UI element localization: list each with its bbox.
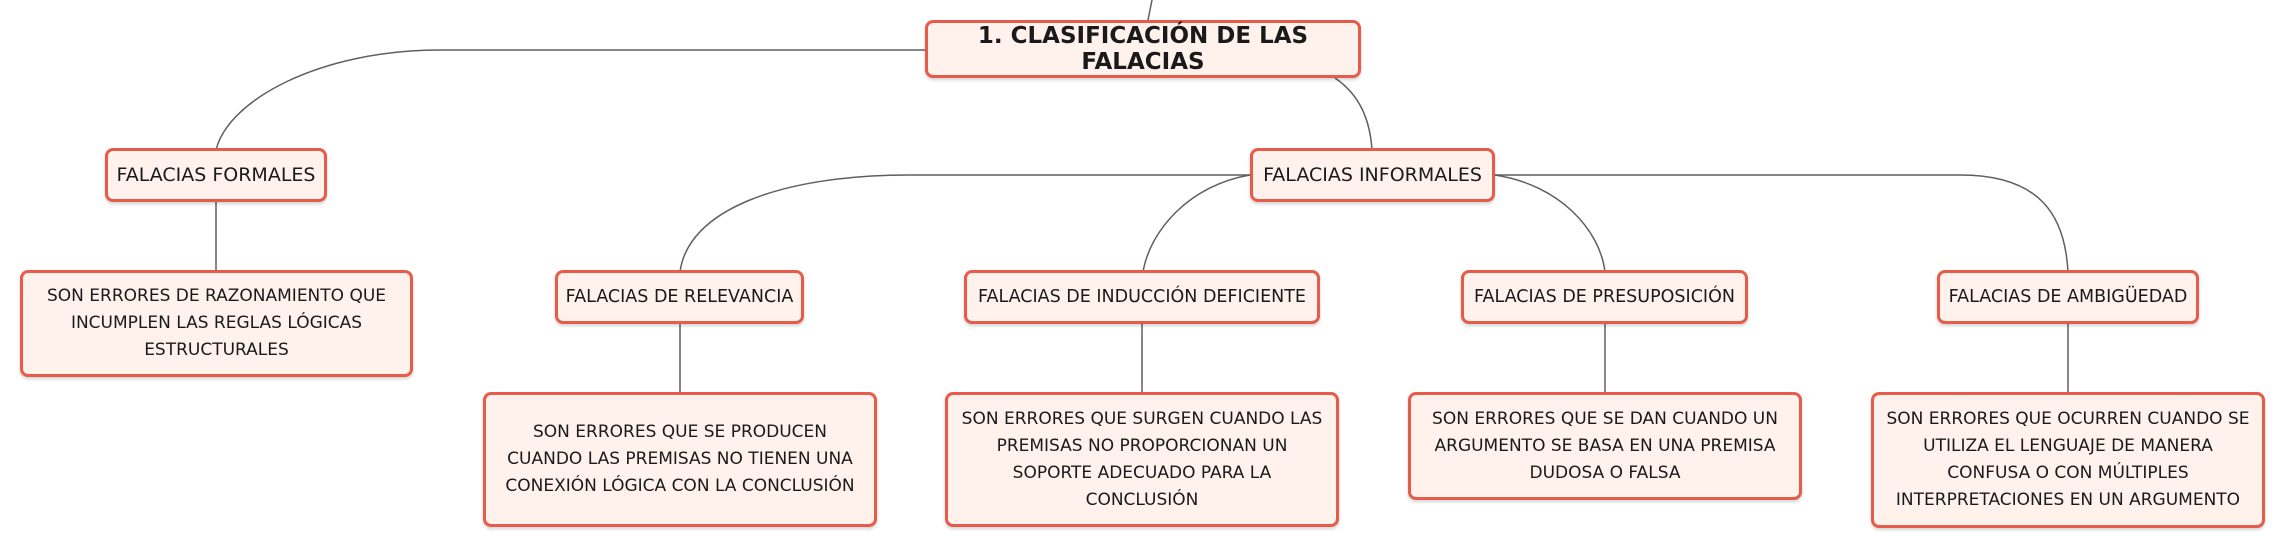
node-falacias-induccion-deficiente-label: FALACIAS DE INDUCCIÓN DEFICIENTE bbox=[978, 287, 1306, 307]
root-node-label: 1. CLASIFICACIÓN DE LAS FALACIAS bbox=[977, 23, 1309, 75]
node-falacias-formales-label: FALACIAS FORMALES bbox=[116, 164, 316, 186]
connector-root-formales bbox=[215, 49, 925, 151]
node-presuposicion-description-text: SON ERRORES QUE SE DAN CUANDO UN ARGUMEN… bbox=[1432, 408, 1778, 483]
connector-informales-induccion bbox=[1142, 174, 1251, 273]
root-node[interactable]: 1. CLASIFICACIÓN DE LAS FALACIAS bbox=[925, 20, 1361, 78]
connector-root-informales bbox=[1334, 77, 1373, 151]
node-ambiguedad-description-text: SON ERRORES QUE OCURREN CUANDO SE UTILIZ… bbox=[1886, 409, 2250, 510]
node-relevancia-description-text: SON ERRORES QUE SE PRODUCEN CUANDO LAS P… bbox=[505, 422, 855, 496]
node-falacias-informales[interactable]: FALACIAS INFORMALES bbox=[1250, 148, 1495, 202]
node-formales-description-text: SON ERRORES DE RAZONAMIENTO QUE INCUMPLE… bbox=[46, 286, 387, 360]
node-falacias-ambiguedad-label: FALACIAS DE AMBIGÜEDAD bbox=[1948, 287, 2188, 307]
node-ambiguedad-description[interactable]: SON ERRORES QUE OCURREN CUANDO SE UTILIZ… bbox=[1871, 392, 2265, 528]
node-induccion-description[interactable]: SON ERRORES QUE SURGEN CUANDO LAS PREMIS… bbox=[945, 392, 1339, 527]
connector-informales-ambiguedad bbox=[1495, 174, 2069, 273]
node-induccion-description-text: SON ERRORES QUE SURGEN CUANDO LAS PREMIS… bbox=[961, 408, 1323, 510]
node-presuposicion-description[interactable]: SON ERRORES QUE SE DAN CUANDO UN ARGUMEN… bbox=[1408, 392, 1802, 500]
node-falacias-ambiguedad[interactable]: FALACIAS DE AMBIGÜEDAD bbox=[1937, 270, 2199, 324]
node-falacias-presuposicion[interactable]: FALACIAS DE PRESUPOSICIÓN bbox=[1461, 270, 1748, 324]
connector-root-parent bbox=[1147, 0, 1153, 21]
node-falacias-informales-label: FALACIAS INFORMALES bbox=[1263, 164, 1482, 186]
node-formales-description[interactable]: SON ERRORES DE RAZONAMIENTO QUE INCUMPLE… bbox=[20, 270, 413, 377]
connector-informales-presuposicion bbox=[1494, 174, 1606, 273]
node-falacias-induccion-deficiente[interactable]: FALACIAS DE INDUCCIÓN DEFICIENTE bbox=[964, 270, 1320, 324]
node-falacias-presuposicion-label: FALACIAS DE PRESUPOSICIÓN bbox=[1474, 287, 1735, 307]
connector-informales-relevancia bbox=[679, 174, 1250, 273]
node-falacias-formales[interactable]: FALACIAS FORMALES bbox=[105, 148, 327, 202]
node-falacias-relevancia-label: FALACIAS DE RELEVANCIA bbox=[565, 287, 794, 307]
node-relevancia-description[interactable]: SON ERRORES QUE SE PRODUCEN CUANDO LAS P… bbox=[483, 392, 877, 527]
node-falacias-relevancia[interactable]: FALACIAS DE RELEVANCIA bbox=[555, 270, 804, 324]
